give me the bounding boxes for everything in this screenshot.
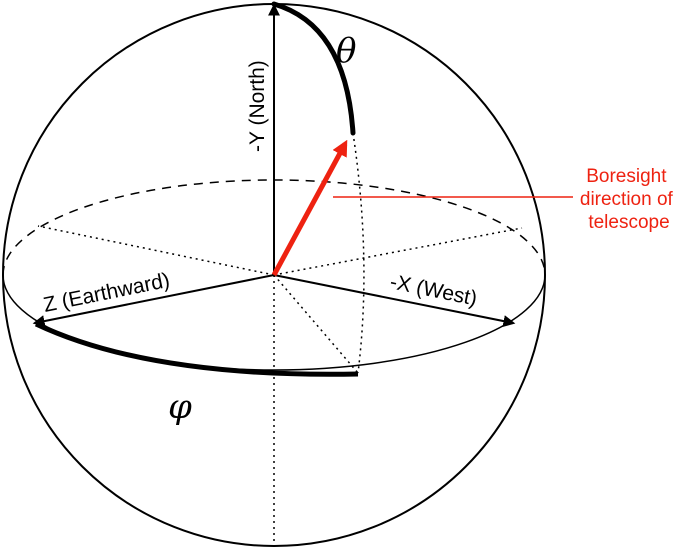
earthward-axis-arrow — [32, 274, 275, 327]
phi-symbol: φ — [168, 387, 192, 427]
earthward-axis-label: Z (Earthward) — [41, 269, 171, 317]
west-axis-label: -X (West) — [388, 270, 479, 310]
annotation-line-3: telescope — [588, 212, 669, 233]
annotation-line-2: direction of — [580, 189, 674, 210]
west-axis-arrow — [273, 274, 516, 327]
phi-arc — [34, 321, 359, 377]
dotted-line-back-left — [37, 225, 275, 276]
boresight-vector — [271, 139, 348, 277]
theta-arc — [271, 1, 356, 136]
north-axis-label: -Y (North) — [246, 60, 269, 152]
boresight-annotation: Boresight direction of telescope — [580, 166, 678, 233]
dotted-line-back-right — [273, 227, 523, 276]
annotation-line-1: Boresight — [586, 166, 667, 187]
theta-symbol: θ — [336, 31, 356, 71]
dotted-meridian-arc — [352, 132, 365, 374]
